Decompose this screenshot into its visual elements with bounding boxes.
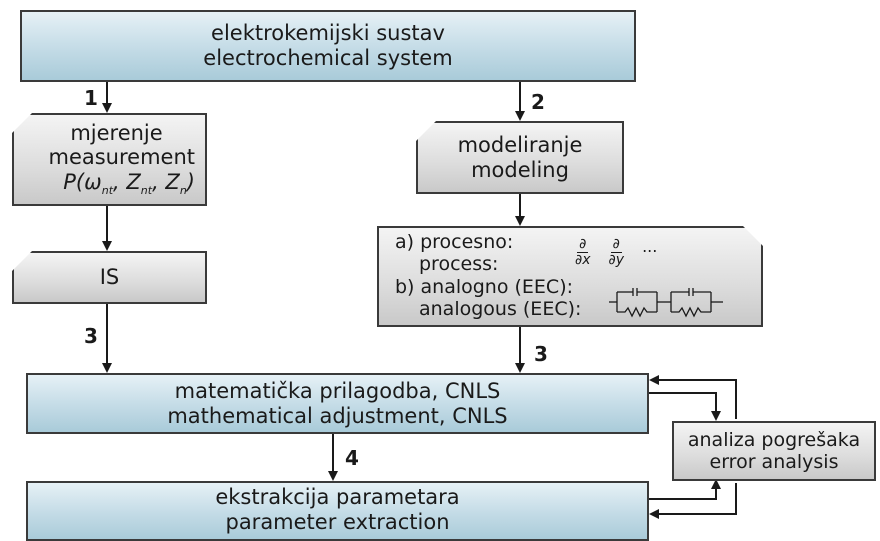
- electrochemical-system-label-en: electrochemical system: [203, 46, 453, 70]
- analog-model-label-hr: b) analogno (EEC):: [395, 275, 574, 298]
- parameter-extraction-label-hr: ekstrakcija parametara: [215, 485, 460, 509]
- step-label-4: 4: [345, 446, 359, 470]
- measurement-box: mjerenje measurement P(ωnt, Znt, Zn): [12, 113, 207, 206]
- ellipsis: ...: [642, 236, 658, 256]
- measurement-formula: P(ωnt, Znt, Zn): [63, 170, 195, 198]
- partial-derivatives: ∂ ∂x ∂ ∂y ...: [575, 237, 657, 267]
- electrochemical-system-box: elektrokemijski sustav electrochemical s…: [20, 10, 636, 82]
- modeling-label-hr: modeliranje: [457, 132, 583, 157]
- error-analysis-label-en: error analysis: [709, 451, 839, 473]
- is-box: IS: [12, 251, 207, 304]
- mathematical-adjustment-box: matematička prilagodba, CNLS mathematica…: [26, 373, 649, 434]
- arrow-error-to-adjust: [649, 375, 737, 419]
- step-label-3-right: 3: [534, 342, 548, 366]
- arrow-extract-to-error: [649, 479, 721, 500]
- modeling-box: modeliranje modeling: [416, 121, 624, 194]
- parameter-extraction-label-en: parameter extraction: [225, 509, 450, 534]
- mathematical-adjustment-label-hr: matematička prilagodba, CNLS: [174, 378, 501, 403]
- step-label-3-left: 3: [84, 324, 98, 348]
- measurement-label-hr: mjerenje: [70, 120, 163, 145]
- step-label-2: 2: [531, 90, 545, 114]
- modeling-label-en: modeling: [471, 157, 569, 182]
- analog-model-label-en: analogous (EEC):: [419, 298, 582, 321]
- partial-y: ∂ ∂y: [608, 236, 625, 268]
- process-model-label-hr: a) procesno:: [395, 231, 514, 253]
- electrochemical-system-label-hr: elektrokemijski sustav: [211, 21, 445, 46]
- eec-circuit-icon: [609, 285, 727, 319]
- error-analysis-box: analiza pogrešaka error analysis: [672, 421, 876, 481]
- process-model-label-en: process:: [419, 253, 499, 276]
- analog-model-row: b) analogno (EEC): analogous (EEC):: [395, 276, 727, 321]
- model-types-box: a) procesno: process: ∂ ∂x ∂ ∂y ... b) a…: [377, 226, 763, 327]
- arrow-error-to-extract: [649, 483, 737, 519]
- partial-x: ∂ ∂x: [575, 236, 591, 268]
- is-label: IS: [99, 265, 120, 290]
- error-analysis-label-hr: analiza pogrešaka: [687, 428, 861, 451]
- parameter-extraction-box: ekstrakcija parametara parameter extract…: [26, 481, 649, 541]
- measurement-label-en: measurement: [48, 145, 195, 170]
- mathematical-adjustment-label-en: mathematical adjustment, CNLS: [167, 403, 508, 428]
- process-model-row: a) procesno: process: ∂ ∂x ∂ ∂y ...: [395, 231, 657, 276]
- arrow-adjust-to-error: [649, 392, 721, 421]
- step-label-1: 1: [84, 86, 98, 110]
